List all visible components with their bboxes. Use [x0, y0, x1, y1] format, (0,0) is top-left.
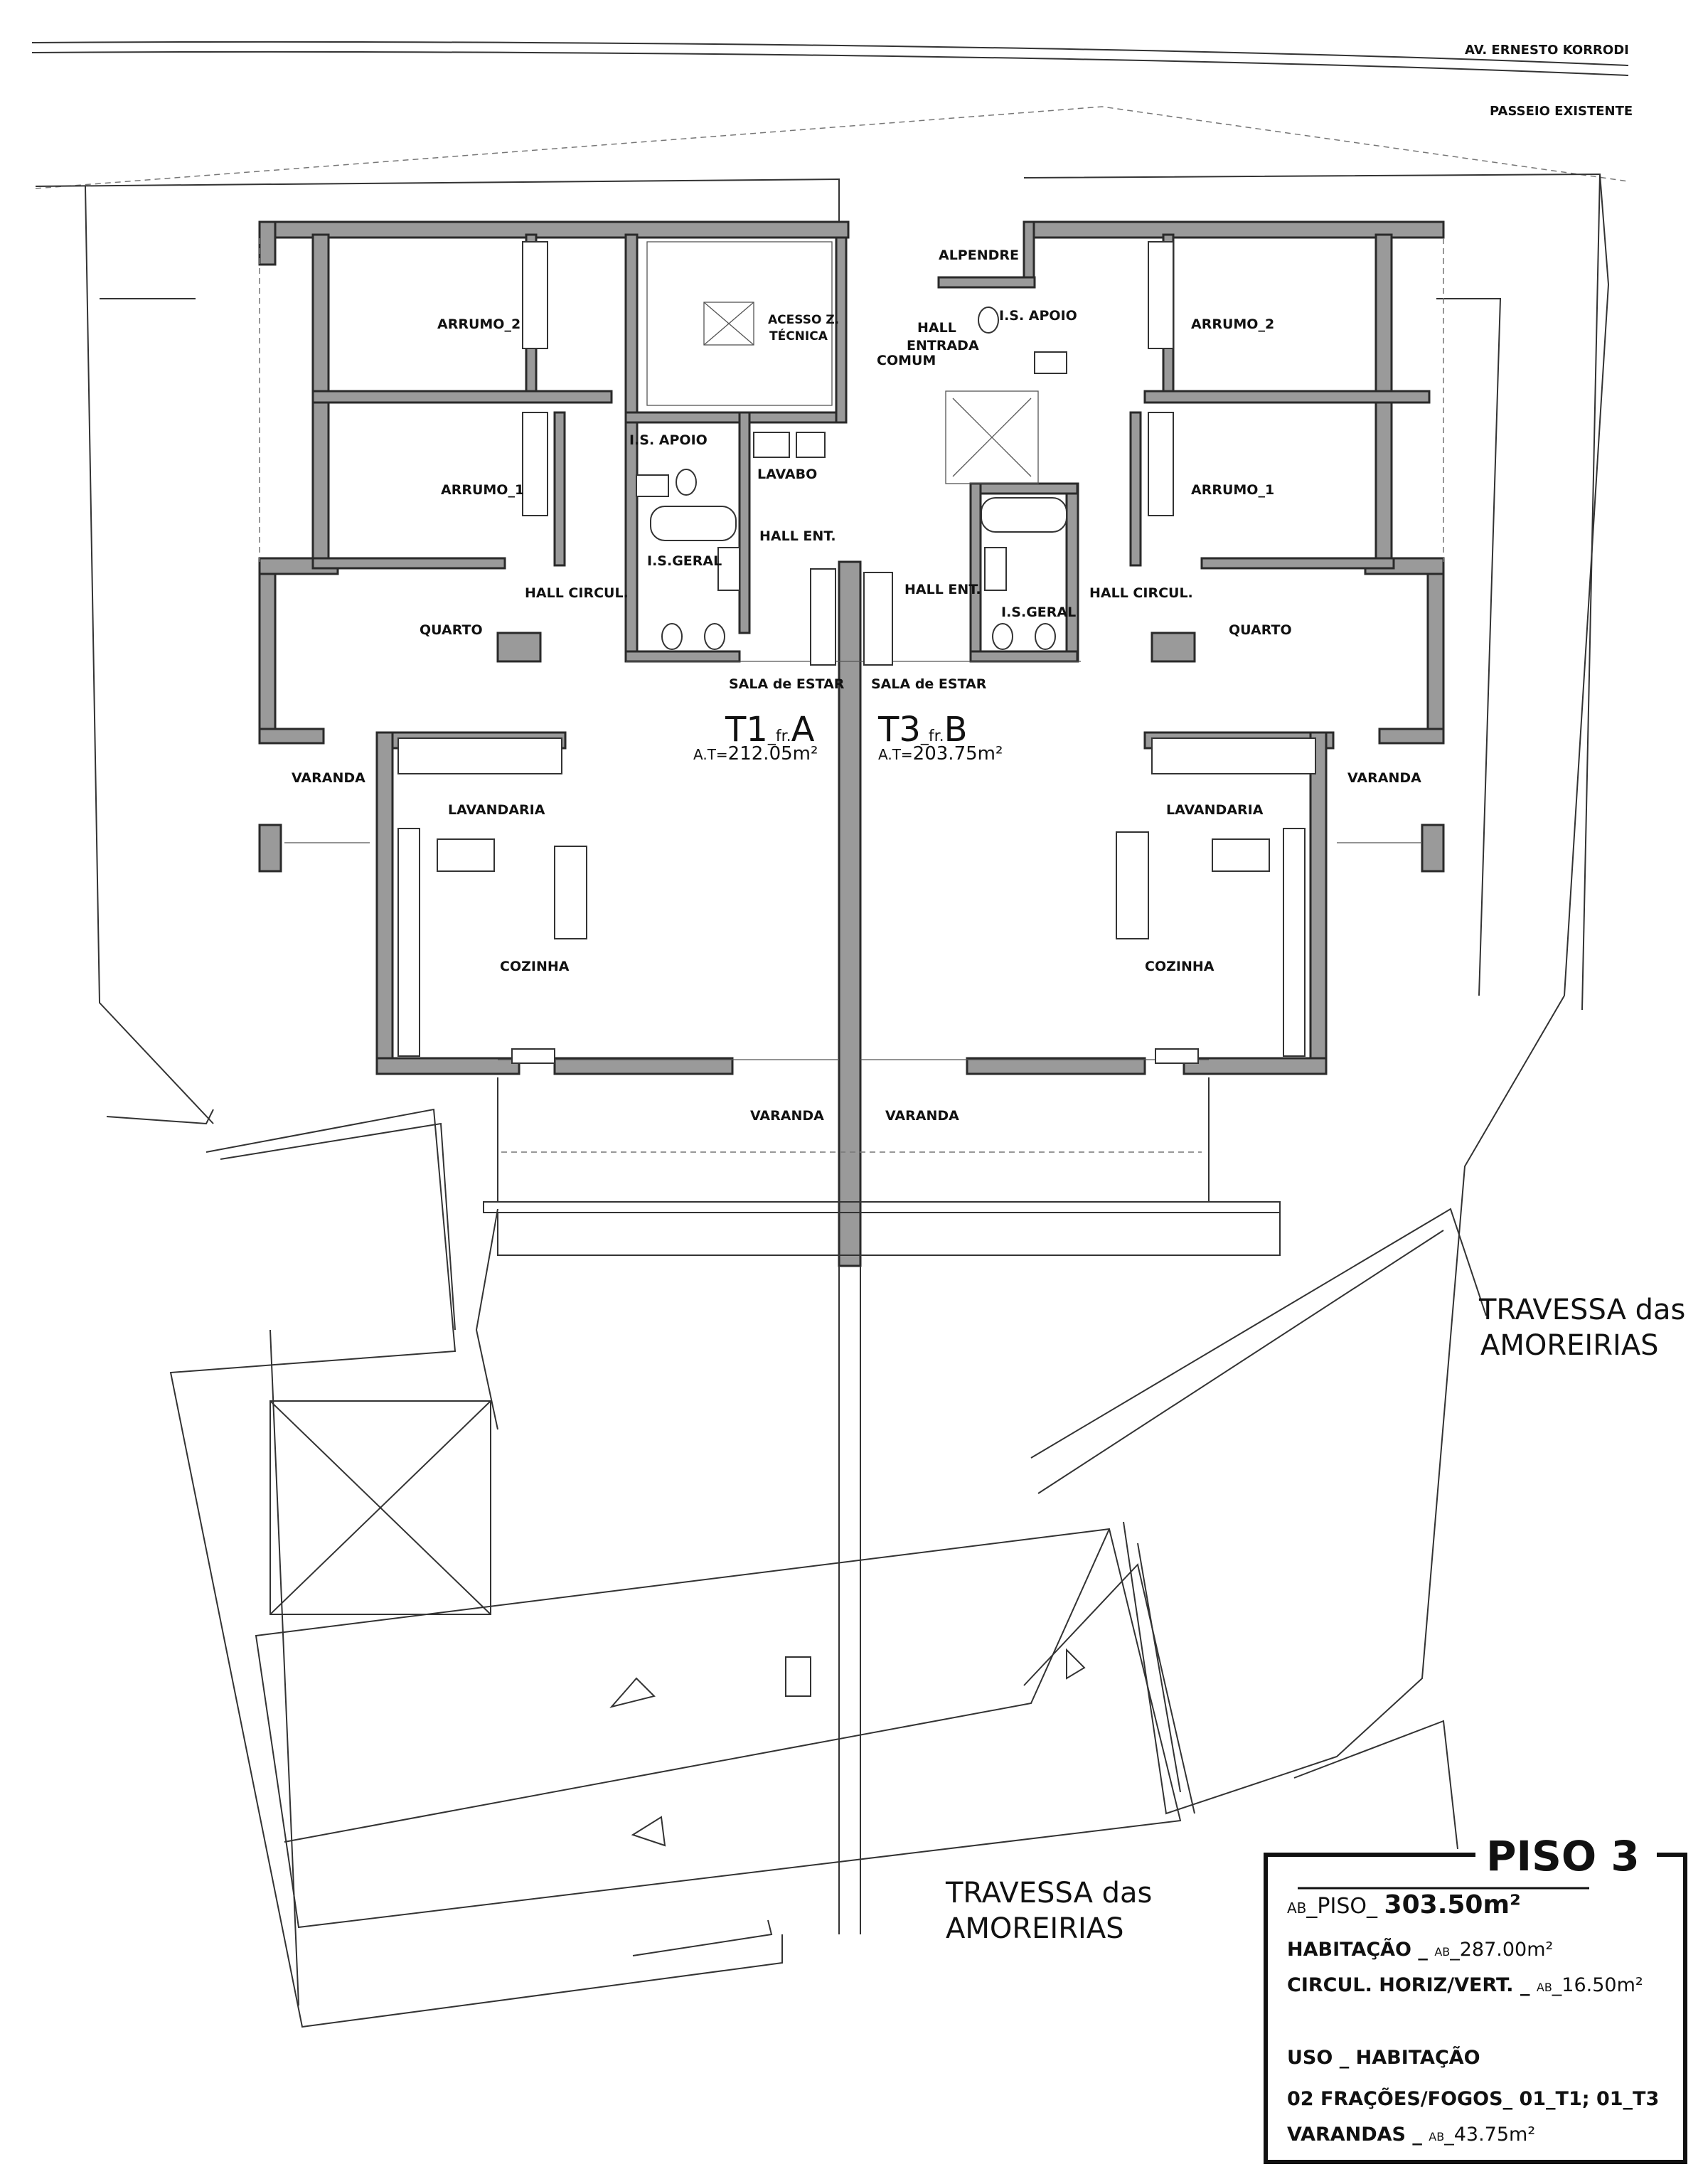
room-arrumo2-b: ARRUMO_2	[1191, 316, 1274, 332]
travessa-right-line1: TRAVESSA das	[1478, 1294, 1685, 1326]
room-arrumo1-a: ARRUMO_1	[441, 482, 524, 498]
room-hallent-b: HALL ENT.	[904, 582, 981, 597]
unit-b-title: T3_fr.B A.T=203.75m²	[877, 710, 1003, 765]
room-cozinha-b: COZINHA	[1145, 959, 1214, 974]
room-isapoio-b: I.S. APOIO	[999, 308, 1077, 324]
room-lavandaria-a: LAVANDARIA	[448, 802, 545, 818]
summary-varandas: VARANDAS _ AB_43.75m²	[1287, 2124, 1535, 2146]
alpendre-label: ALPENDRE	[939, 247, 1019, 263]
summary-box: PISO 3 AB_PISO_ 303.50m² HABITAÇÃO _ AB_…	[1264, 1832, 1687, 2164]
room-lavandaria-b: LAVANDARIA	[1166, 802, 1264, 818]
travessa-bottom-line2: AMOREIRIAS	[946, 1912, 1124, 1945]
room-quarto-a: QUARTO	[420, 622, 483, 638]
room-cozinha-a: COZINHA	[500, 959, 570, 974]
unit-b-code: T3_fr.B	[877, 710, 968, 750]
room-arrumo2-a: ARRUMO_2	[437, 316, 520, 332]
summary-circul: CIRCUL. HORIZ/VERT. _ AB_16.50m²	[1287, 1974, 1643, 1996]
room-varanda-side-a: VARANDA	[292, 770, 365, 786]
unit-a-area: A.T=212.05m²	[693, 743, 818, 765]
room-quarto-b: QUARTO	[1229, 622, 1292, 638]
fixtures	[397, 241, 1316, 1064]
site-context	[31, 41, 1629, 2028]
sidewalk-label: PASSEIO EXISTENTE	[1490, 104, 1633, 119]
travessa-bottom-line1: TRAVESSA das	[945, 1877, 1152, 1909]
room-isapoio-a: I.S. APOIO	[629, 432, 708, 448]
acesso-label-2: TÉCNICA	[769, 328, 828, 343]
summary-piso-line: AB_PISO_ 303.50m²	[1287, 1890, 1521, 1919]
summary-uso: USO _ HABITAÇÃO	[1287, 2046, 1480, 2069]
travessa-right-line2: AMOREIRIAS	[1480, 1329, 1659, 1362]
interior-lines	[259, 238, 1444, 1934]
summary-fracoes: 02 FRAÇÕES/FOGOS_ 01_T1; 01_T3	[1287, 2087, 1659, 2110]
room-sala-b: SALA de ESTAR	[871, 676, 987, 692]
unit-b-area: A.T=203.75m²	[878, 743, 1003, 765]
hall-entrada-label-3: COMUM	[877, 353, 936, 368]
room-hallcirc-b: HALL CIRCUL.	[1089, 585, 1193, 601]
unit-a-code: T1_fr.A	[725, 710, 815, 750]
room-hallcirc-a: HALL CIRCUL.	[525, 585, 629, 601]
room-hallent-a: HALL ENT.	[759, 528, 836, 544]
room-isgeral-b: I.S.GERAL	[1001, 604, 1076, 620]
unit-a-title: T1_fr.A A.T=212.05m²	[693, 710, 818, 765]
hall-entrada-label-2: ENTRADA	[907, 338, 979, 353]
room-arrumo1-b: ARRUMO_1	[1191, 482, 1274, 498]
roof-structure	[255, 1400, 1195, 1956]
summary-habitacao: HABITAÇÃO _ AB_287.00m²	[1287, 1938, 1553, 1961]
room-varanda-front-b: VARANDA	[885, 1108, 959, 1124]
hall-entrada-label-1: HALL	[917, 320, 956, 336]
room-lavabo-a: LAVABO	[757, 467, 817, 482]
room-isgeral-a: I.S.GERAL	[647, 553, 722, 569]
room-varanda-side-b: VARANDA	[1347, 770, 1421, 786]
acesso-label-1: ACESSO Z.	[768, 313, 839, 327]
avenue-label: AV. ERNESTO KORRODI	[1465, 43, 1629, 58]
summary-title: PISO 3	[1486, 1832, 1640, 1880]
building-walls	[258, 220, 1445, 1267]
room-sala-a: SALA de ESTAR	[729, 676, 845, 692]
room-varanda-front-a: VARANDA	[750, 1108, 824, 1124]
